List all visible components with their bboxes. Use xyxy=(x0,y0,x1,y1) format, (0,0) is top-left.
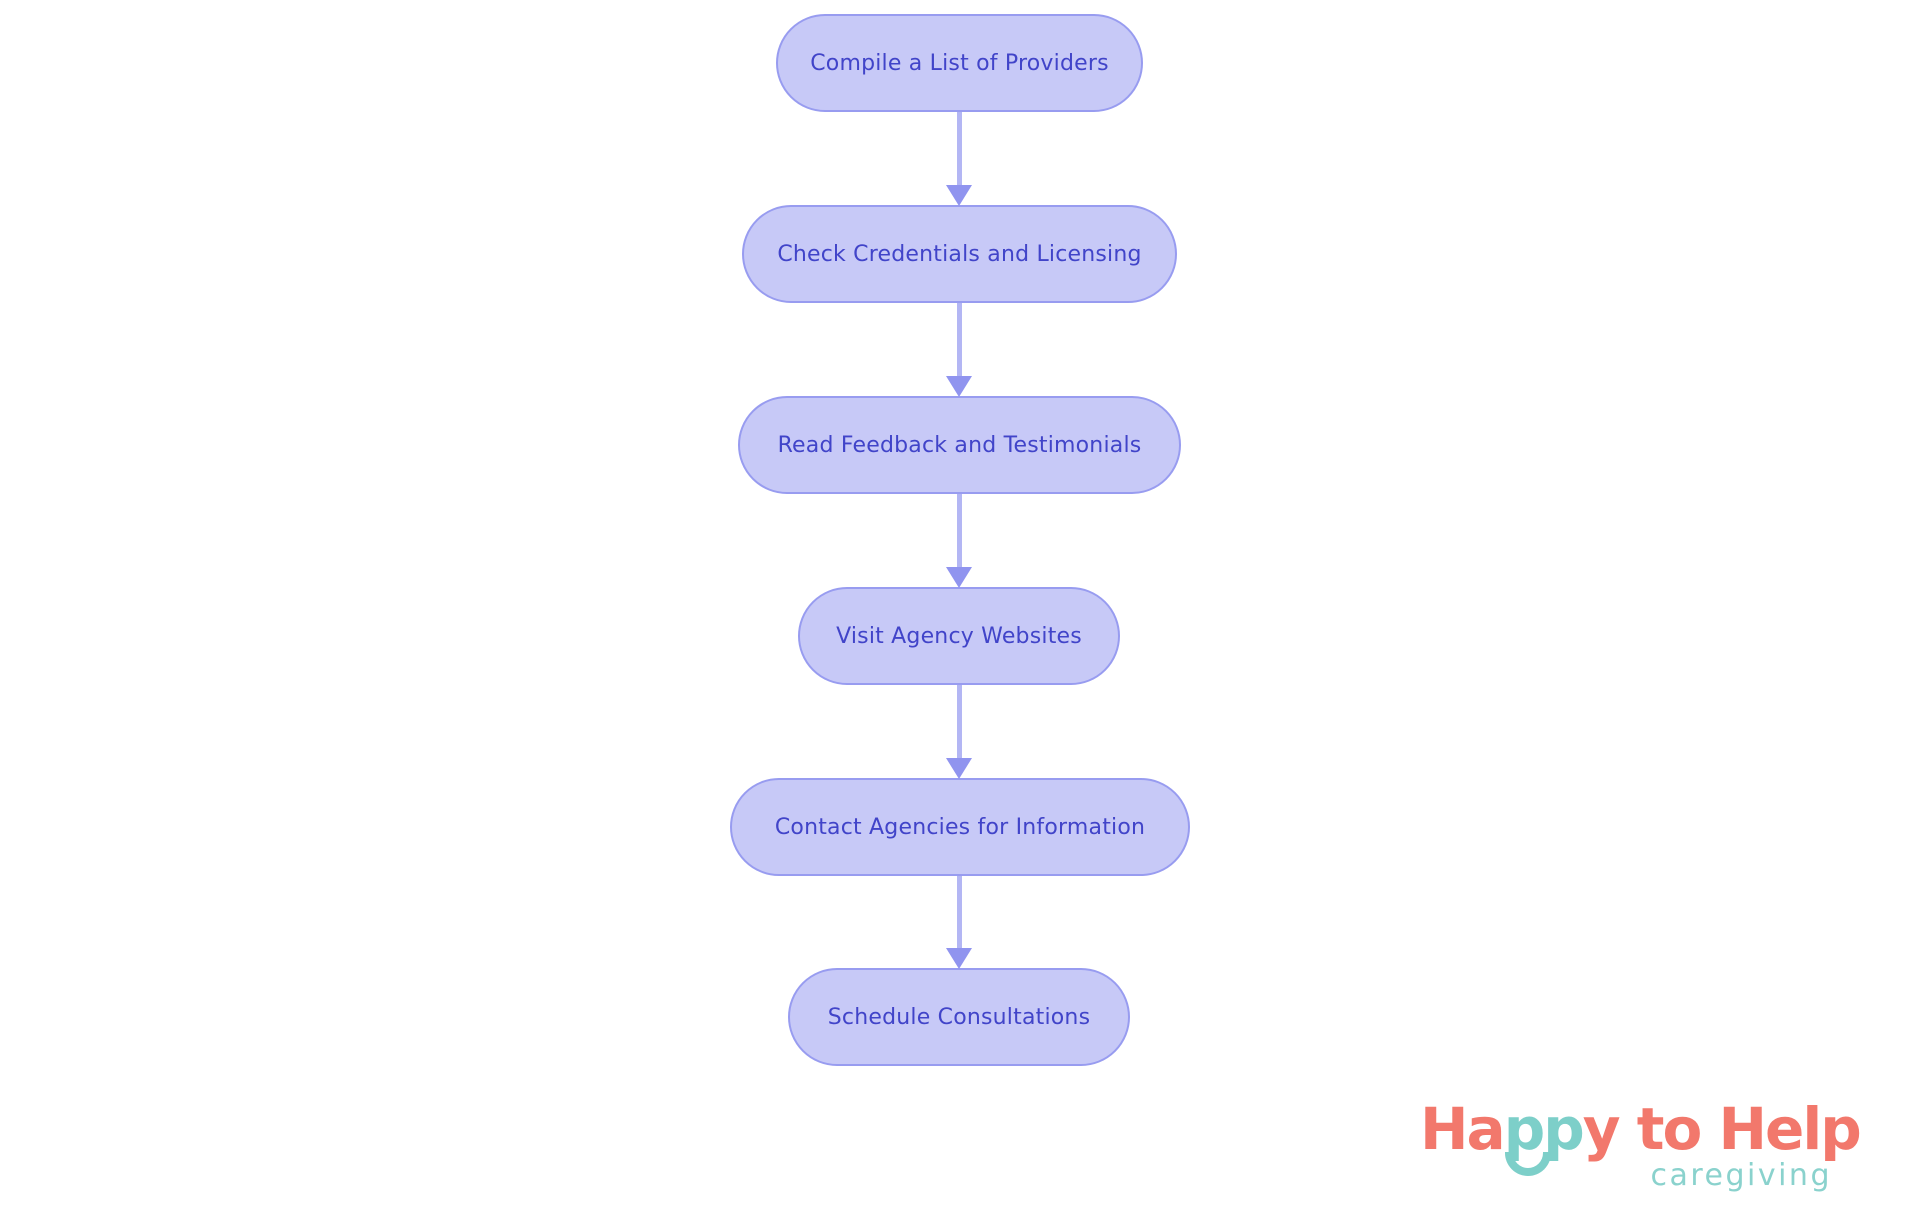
arrow-down-icon xyxy=(946,376,972,397)
node-label: Visit Agency Websites xyxy=(836,623,1082,649)
logo-text-y-to: y to xyxy=(1582,1095,1719,1163)
arrow-stem-2 xyxy=(957,303,962,377)
logo-text-pp: pp xyxy=(1503,1095,1585,1163)
arrow-stem-4 xyxy=(957,685,962,759)
arrow-down-icon xyxy=(946,567,972,588)
node-label: Check Credentials and Licensing xyxy=(777,241,1142,267)
logo-text-help: Help xyxy=(1718,1095,1862,1163)
flowchart-node-schedule-consultations: Schedule Consultations xyxy=(788,968,1130,1066)
node-label: Read Feedback and Testimonials xyxy=(777,432,1142,458)
arrow-down-icon xyxy=(946,758,972,779)
flowchart-node-check-credentials: Check Credentials and Licensing xyxy=(742,205,1177,303)
flowchart-node-read-feedback: Read Feedback and Testimonials xyxy=(738,396,1181,494)
flowchart-node-compile-list: Compile a List of Providers xyxy=(776,14,1143,112)
arrow-stem-5 xyxy=(957,876,962,949)
node-label: Schedule Consultations xyxy=(827,1004,1091,1030)
flowchart-node-contact-agencies: Contact Agencies for Information xyxy=(730,778,1190,876)
logo-tagline: caregiving xyxy=(1650,1157,1832,1193)
node-label: Contact Agencies for Information xyxy=(774,814,1146,840)
node-label: Compile a List of Providers xyxy=(810,50,1109,76)
arrow-stem-1 xyxy=(957,112,962,186)
arrow-stem-3 xyxy=(957,494,962,568)
arrow-down-icon xyxy=(946,948,972,969)
logo-text-ha: Ha xyxy=(1420,1095,1506,1163)
smile-icon xyxy=(1504,1152,1551,1176)
flowchart-node-visit-websites: Visit Agency Websites xyxy=(798,587,1120,685)
arrow-down-icon xyxy=(946,185,972,206)
